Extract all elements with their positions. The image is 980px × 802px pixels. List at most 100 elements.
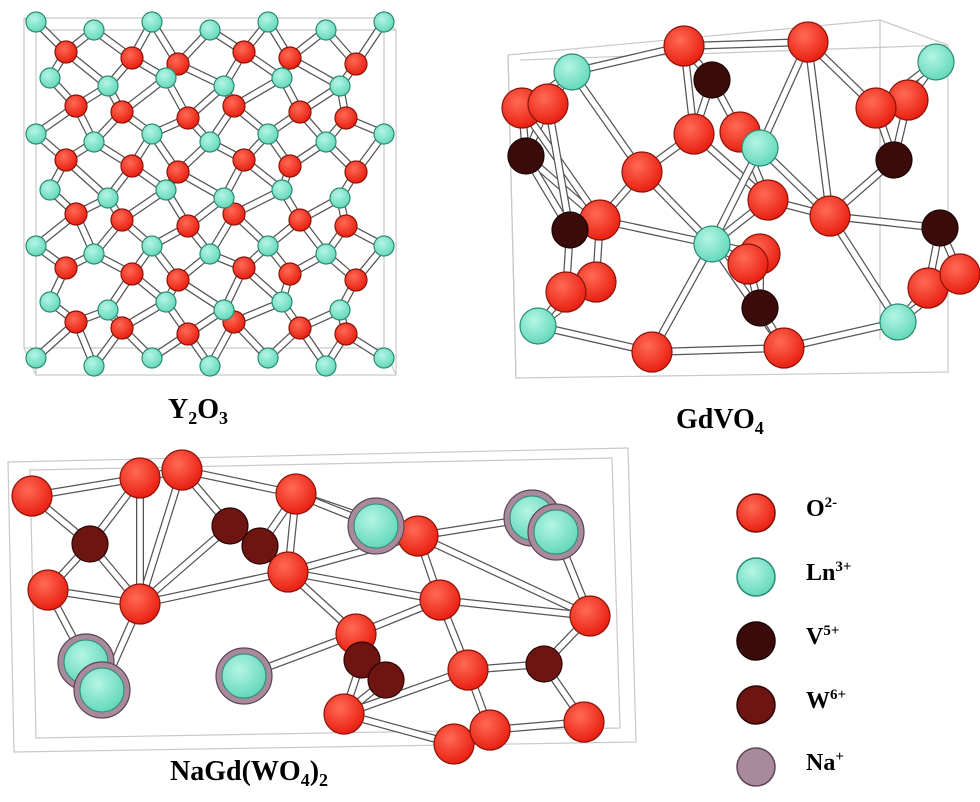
oxygen-atom (176, 214, 200, 238)
label-nagdwo4-close: ) (309, 756, 320, 787)
oxygen-atom (120, 262, 144, 286)
lanthanide-atom (199, 243, 221, 265)
lanthanide-atom (693, 225, 731, 263)
sodium-site-atom (533, 509, 579, 555)
legend-swatch-oxygen (736, 493, 776, 533)
oxygen-atom (278, 262, 302, 286)
oxygen-atom (176, 322, 200, 346)
gdvo4-atoms (501, 21, 980, 373)
oxygen-atom (222, 94, 246, 118)
lanthanide-atom (271, 179, 293, 201)
oxygen-atom (64, 94, 88, 118)
label-y2o3-o: O (197, 394, 220, 425)
oxygen-atom (176, 106, 200, 130)
y2o3-atoms (25, 11, 395, 377)
lanthanide-atom (373, 235, 395, 257)
lanthanide-atom (257, 11, 279, 33)
lanthanide-atom (213, 299, 235, 321)
lanthanide-atom (25, 123, 47, 145)
oxygen-atom (161, 449, 203, 491)
bond-core (545, 101, 573, 233)
oxygen-atom (232, 40, 256, 64)
lanthanide-atom (25, 347, 47, 369)
lanthanide-atom (25, 11, 47, 33)
oxygen-atom (267, 551, 309, 593)
tungsten-atom (367, 661, 405, 699)
tungsten-atom (241, 527, 279, 565)
lanthanide-atom (373, 11, 395, 33)
lanthanide-atom (257, 347, 279, 369)
lanthanide-atom (141, 123, 163, 145)
bond-core (137, 467, 185, 607)
label-nagdwo4-base: NaGd(WO (170, 756, 301, 787)
oxygen-atom (120, 46, 144, 70)
oxygen-atom (855, 87, 897, 129)
lanthanide-atom (553, 53, 591, 91)
lanthanide-atom (329, 187, 351, 209)
lanthanide-atom (315, 131, 337, 153)
lanthanide-atom (97, 299, 119, 321)
label-gdvo4-base: GdVO (676, 404, 755, 435)
oxygen-atom (809, 195, 851, 237)
label-y2o3: Y2O3 (168, 394, 228, 428)
oxygen-atom (54, 40, 78, 64)
legend-swatch-vanadium (736, 621, 776, 661)
bond-core (827, 213, 901, 325)
lanthanide-atom (257, 123, 279, 145)
tungsten-atom (211, 507, 249, 545)
lanthanide-atom (213, 75, 235, 97)
lanthanide-atom (155, 179, 177, 201)
lanthanide-atom (83, 243, 105, 265)
lanthanide-atom (83, 19, 105, 41)
lanthanide-atom (271, 67, 293, 89)
legend-label-sodium: Na+ (806, 750, 844, 777)
oxygen-atom (527, 83, 569, 125)
lanthanide-atom (213, 187, 235, 209)
bond-core (681, 39, 811, 49)
bond-core (649, 345, 787, 355)
legend-label-tungsten: W6+ (806, 688, 846, 715)
lanthanide-atom (83, 131, 105, 153)
bond-core (137, 569, 291, 607)
gdvo4-structure (501, 19, 980, 379)
lanthanide-atom (329, 75, 351, 97)
oxygen-atom (631, 331, 673, 373)
legend-label-oxygen: O2- (806, 496, 837, 523)
oxygen-atom (334, 214, 358, 238)
lanthanide-atom (25, 235, 47, 257)
oxygen-atom (64, 202, 88, 226)
lanthanide-atom (155, 67, 177, 89)
bond-core (805, 39, 833, 219)
oxygen-atom (288, 316, 312, 340)
lanthanide-atom (917, 43, 955, 81)
oxygen-atom (939, 253, 980, 295)
oxygen-atom (621, 151, 663, 193)
oxygen-atom (166, 268, 190, 292)
label-gdvo4: GdVO4 (676, 404, 764, 437)
legend-swatch-tungsten (736, 685, 776, 725)
oxygen-atom (727, 243, 769, 285)
oxygen-atom (433, 723, 475, 765)
legend-charge: 5+ (823, 623, 840, 639)
legend-swatch-sodium (736, 747, 776, 787)
oxygen-atom (120, 154, 144, 178)
label-y2o3-sub1: 2 (188, 408, 198, 428)
oxygen-atom (166, 160, 190, 184)
lanthanide-atom (373, 347, 395, 369)
vanadium-atom (693, 61, 731, 99)
lanthanide-atom (39, 291, 61, 313)
lanthanide-atom (519, 307, 557, 345)
oxygen-atom (64, 310, 88, 334)
oxygen-atom (563, 701, 605, 743)
oxygen-atom (334, 322, 358, 346)
lanthanide-atom (315, 355, 337, 377)
oxygen-atom (166, 52, 190, 76)
oxygen-atom (288, 208, 312, 232)
lanthanide-atom (39, 67, 61, 89)
label-nagdwo4-sub2: 2 (319, 770, 329, 790)
oxygen-atom (232, 148, 256, 172)
lanthanide-atom (199, 355, 221, 377)
legend-charge: + (835, 749, 844, 765)
legend-symbol: W (806, 688, 830, 714)
